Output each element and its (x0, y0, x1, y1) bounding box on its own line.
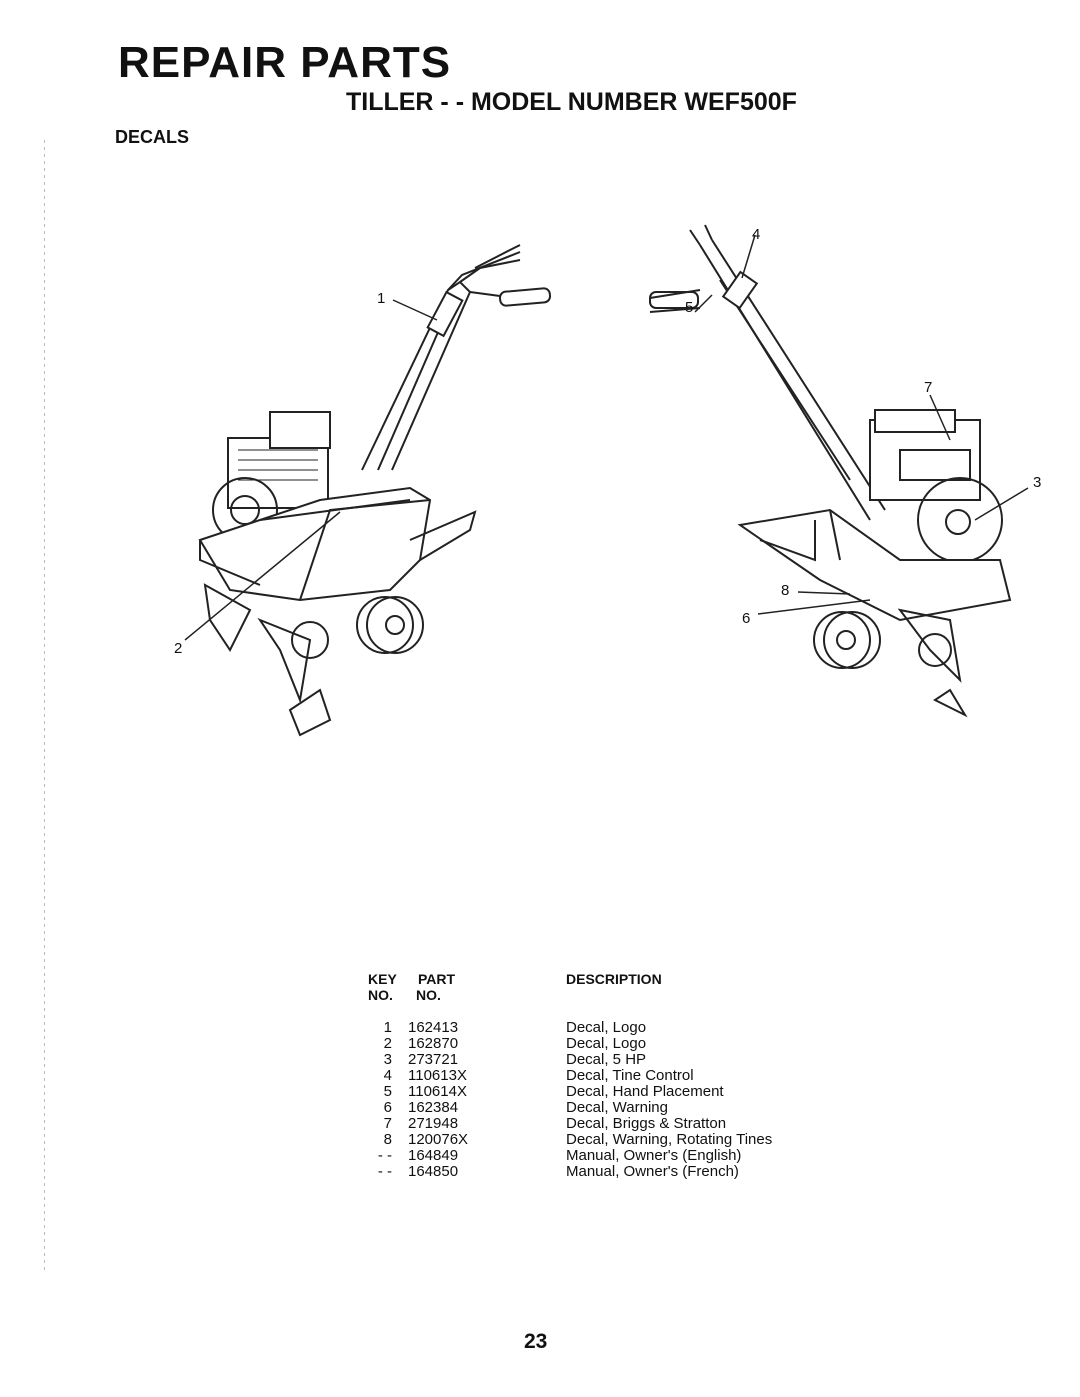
row-key: 6 (383, 1099, 392, 1116)
row-part-number: 164849 (408, 1147, 459, 1164)
row-key: 7 (383, 1115, 392, 1132)
header-description: DESCRIPTION (566, 971, 662, 987)
row-part-number: 120076X (408, 1131, 469, 1148)
row-description: Decal, Briggs & Stratton (566, 1115, 727, 1132)
row-part-number: 162413 (408, 1019, 459, 1036)
page-title: REPAIR PARTS (118, 38, 452, 87)
row-description: Decal, 5 HP (566, 1051, 647, 1068)
row-part-number: 162870 (408, 1035, 459, 1052)
row-part-number: 164850 (408, 1163, 459, 1180)
row-part-number: 271948 (408, 1115, 459, 1132)
row-key: 4 (383, 1067, 392, 1084)
row-key: 2 (383, 1035, 392, 1052)
callout-2: 2 (174, 640, 183, 657)
row-description: Decal, Warning, Rotating Tines (566, 1131, 773, 1148)
section-heading: DECALS (115, 127, 190, 147)
row-key: 3 (383, 1051, 392, 1068)
header-key-no: NO. (368, 987, 393, 1003)
callout-6: 6 (742, 610, 751, 627)
callout-1: 1 (377, 290, 386, 307)
tiller-front-view (184, 244, 552, 737)
row-part-number: 110614X (408, 1083, 467, 1100)
header-part: PART (418, 971, 456, 987)
tiller-rear-view (649, 224, 1029, 718)
row-key: 1 (383, 1019, 392, 1036)
model-subtitle: TILLER - - MODEL NUMBER WEF500F (346, 88, 797, 116)
row-description: Manual, Owner's (English) (566, 1147, 742, 1164)
row-key: - - (377, 1147, 392, 1164)
row-part-number: 110613X (408, 1067, 467, 1084)
row-key: 5 (383, 1083, 392, 1100)
row-description: Decal, Logo (566, 1035, 647, 1052)
header-part-no: NO. (416, 987, 441, 1003)
row-description: Manual, Owner's (French) (566, 1163, 739, 1180)
callout-7: 7 (924, 379, 933, 396)
row-description: Decal, Hand Placement (566, 1083, 724, 1100)
binding-edge-marks (44, 140, 45, 1270)
tiller-illustration (184, 224, 1029, 737)
page-number: 23 (524, 1330, 548, 1353)
callout-5: 5 (685, 299, 694, 316)
row-description: Decal, Warning (566, 1099, 668, 1116)
row-description: Decal, Logo (566, 1019, 647, 1036)
callout-8: 8 (781, 582, 790, 599)
row-key: - - (377, 1163, 392, 1180)
row-part-number: 273721 (408, 1051, 459, 1068)
row-key: 8 (383, 1131, 392, 1148)
callout-4: 4 (752, 226, 761, 243)
row-description: Decal, Tine Control (566, 1067, 694, 1084)
header-key: KEY (368, 971, 397, 987)
callout-3: 3 (1033, 474, 1042, 491)
row-part-number: 162384 (408, 1099, 459, 1116)
